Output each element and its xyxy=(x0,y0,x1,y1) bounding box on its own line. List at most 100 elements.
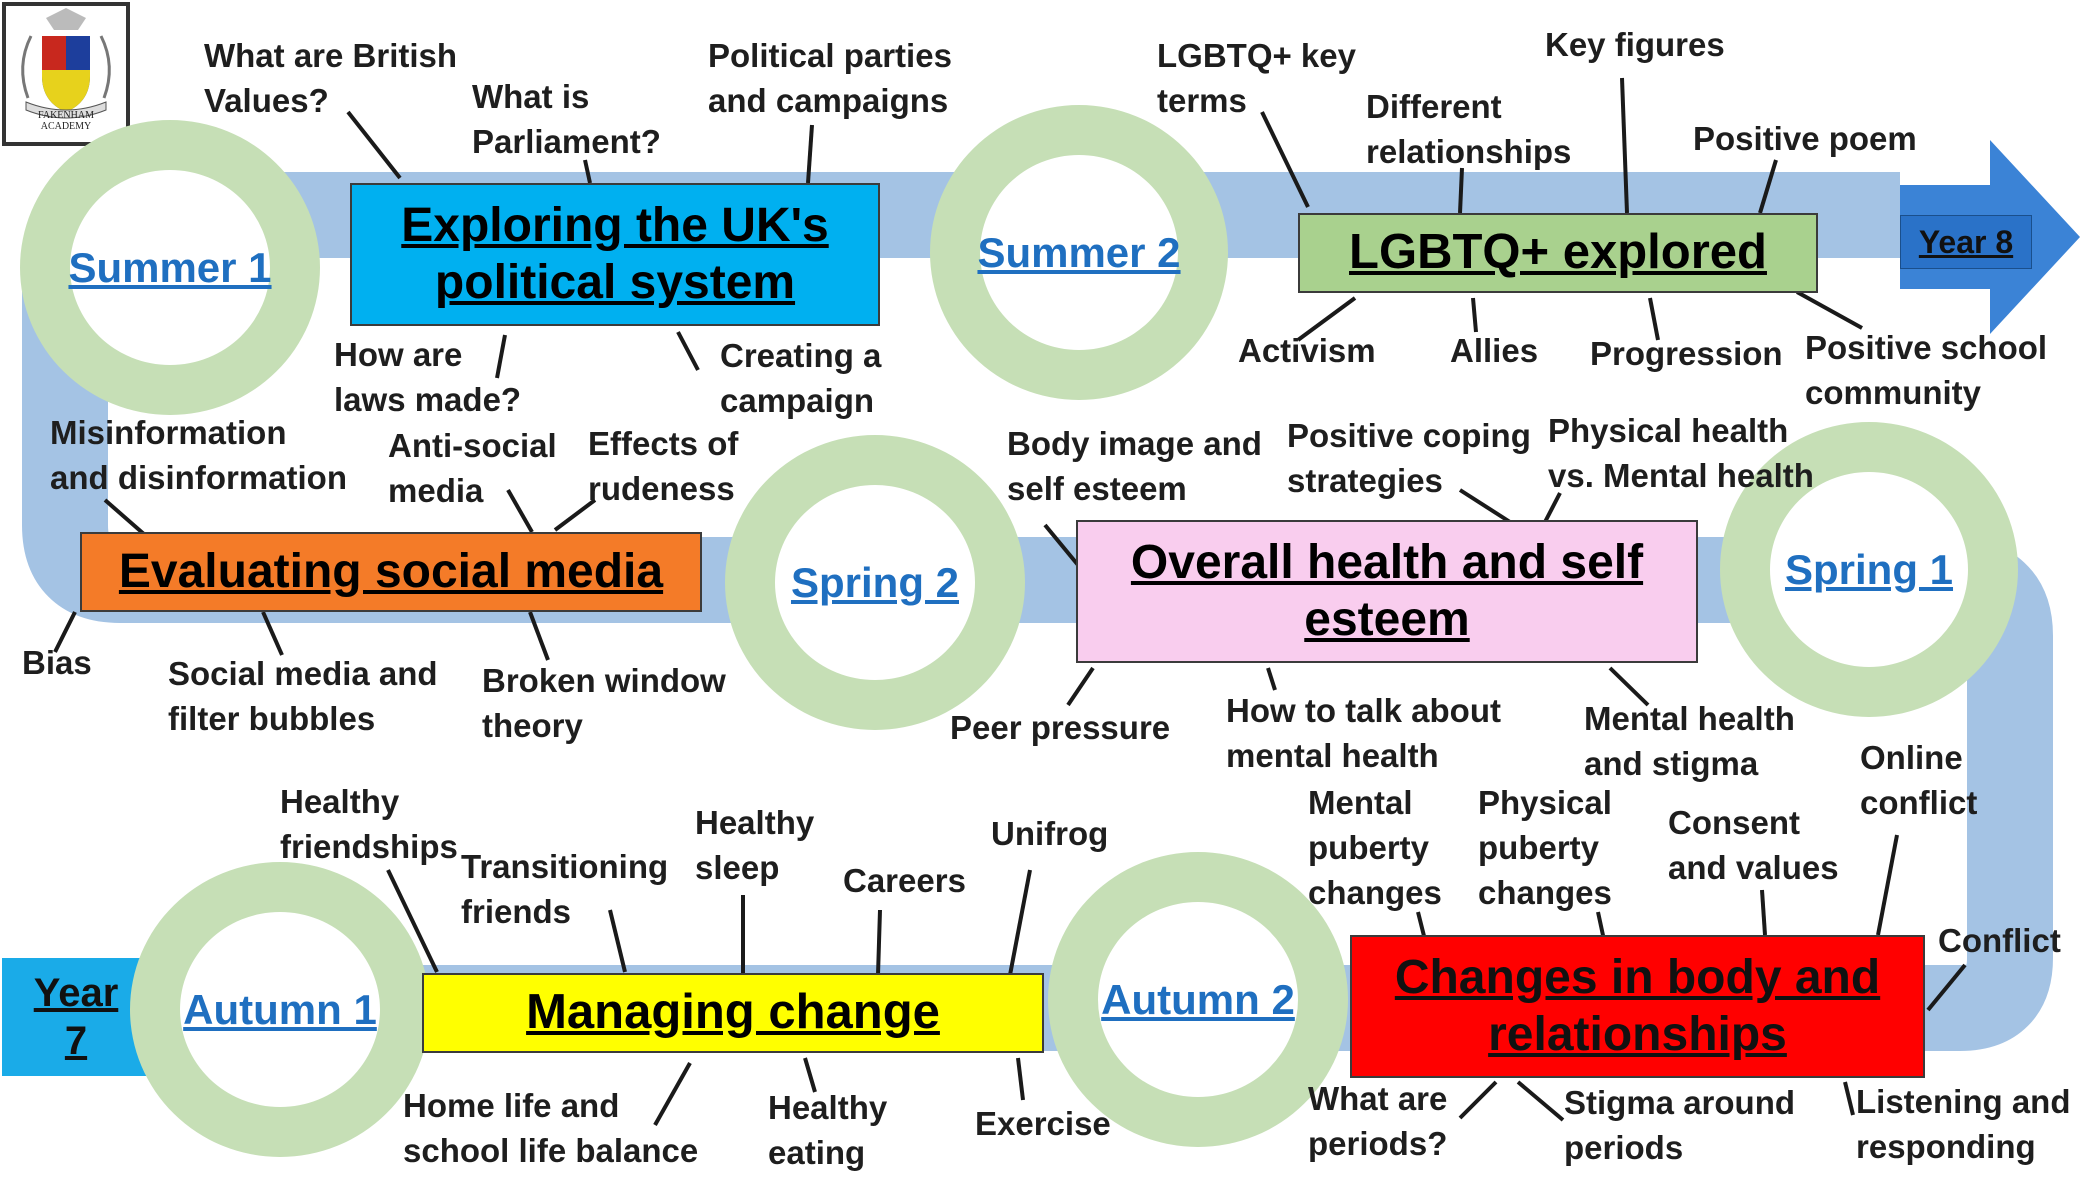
term-label-spring2[interactable]: Spring 2 xyxy=(790,558,960,606)
connector-line xyxy=(1016,1057,1025,1101)
connector-line xyxy=(1876,834,1899,936)
connector-line xyxy=(261,611,284,656)
term-label-autumn1[interactable]: Autumn 1 xyxy=(183,985,377,1033)
label-creating-campaign: Creating a campaign xyxy=(720,337,882,419)
label-misinformation: Misinformation and disinformation xyxy=(50,414,347,496)
connector-line xyxy=(1458,167,1464,214)
label-healthy-friendships: Healthy friendships xyxy=(280,783,458,865)
term-label-summer1[interactable]: Summer 1 xyxy=(68,243,272,291)
connector-line xyxy=(583,159,592,184)
topic-lgbtq: LGBTQ+ explored xyxy=(1298,213,1818,293)
label-british-values: What are British Values? xyxy=(204,37,458,119)
label-effects-rudeness: Effects of rudeness xyxy=(588,425,739,507)
label-careers: Careers xyxy=(843,862,966,899)
label-anti-social-media: Anti-social media xyxy=(388,427,557,509)
connector-line xyxy=(386,869,439,973)
label-mental-health-stigma: Mental health and stigma xyxy=(1584,700,1795,782)
topic-managing-change: Managing change xyxy=(422,973,1044,1053)
label-lgbtq-terms: LGBTQ+ key terms xyxy=(1157,37,1356,119)
label-consent-values: Consent and values xyxy=(1668,804,1839,886)
label-positive-community: Positive school community xyxy=(1805,329,2048,411)
connector-line xyxy=(1516,1080,1565,1122)
year8-tag: Year 8 xyxy=(1900,215,2032,269)
label-body-image: Body image and self esteem xyxy=(1007,425,1262,507)
connector-line xyxy=(1760,889,1767,936)
connector-line xyxy=(876,909,882,976)
connector-line xyxy=(1296,296,1357,342)
label-stigma-periods: Stigma around periods xyxy=(1564,1084,1796,1166)
label-conflict: Conflict xyxy=(1938,922,2061,959)
connector-line xyxy=(1043,523,1080,567)
connector-line xyxy=(495,334,507,379)
label-what-is-parliament: What is Parliament? xyxy=(472,78,661,160)
connector-line xyxy=(1608,666,1650,707)
label-peer-pressure: Peer pressure xyxy=(950,709,1171,746)
connector-line xyxy=(1266,667,1277,691)
label-what-are-periods: What are periods? xyxy=(1308,1080,1448,1162)
label-physical-vs-mental: Physical health vs. Mental health xyxy=(1548,412,1814,494)
term-label-summer2[interactable]: Summer 2 xyxy=(977,228,1181,276)
label-how-laws-made: How are laws made? xyxy=(334,336,522,418)
label-online-conflict: Online conflict xyxy=(1860,739,1978,821)
label-listening-responding: Listening and responding xyxy=(1856,1083,2071,1165)
connector-line xyxy=(1843,1081,1855,1116)
connector-line xyxy=(1471,297,1478,333)
connector-line xyxy=(653,1062,692,1126)
label-transitioning-friends: Transitioning friends xyxy=(461,848,669,930)
label-healthy-sleep: Healthy sleep xyxy=(695,804,815,886)
connector-line xyxy=(346,110,402,180)
label-physical-puberty: Physical puberty changes xyxy=(1478,784,1612,911)
connector-line xyxy=(1008,869,1032,976)
label-positive-coping: Positive coping strategies xyxy=(1287,417,1531,499)
label-bias: Bias xyxy=(22,644,92,681)
term-ring-spring2: Spring 2 xyxy=(725,435,1025,730)
label-filter-bubbles: Social media and filter bubbles xyxy=(168,655,438,737)
connector-line xyxy=(1648,297,1660,341)
topic-overall-health: Overall health and self esteem xyxy=(1076,520,1698,663)
label-activism: Activism xyxy=(1238,332,1376,369)
connector-line xyxy=(1796,290,1863,330)
label-key-figures: Key figures xyxy=(1545,26,1725,63)
connector-line xyxy=(1543,492,1562,523)
connector-line xyxy=(1926,963,1967,1012)
connector-line xyxy=(1066,666,1095,707)
connector-line xyxy=(803,1057,817,1093)
connector-line xyxy=(806,124,814,184)
topic-changes-body: Changes in body and relationships xyxy=(1350,935,1925,1078)
topic-social-media: Evaluating social media xyxy=(80,532,702,612)
connector-line xyxy=(103,498,147,537)
connector-line xyxy=(506,489,534,533)
label-exercise: Exercise xyxy=(975,1105,1111,1142)
connector-line xyxy=(1620,77,1629,214)
label-allies: Allies xyxy=(1450,332,1539,369)
label-broken-window: Broken window theory xyxy=(482,662,726,744)
label-mental-puberty: Mental puberty changes xyxy=(1308,784,1442,911)
connector-line xyxy=(553,498,597,532)
connector-line xyxy=(528,611,550,661)
school-logo: FAKENHAM ACADEMY xyxy=(2,2,130,146)
label-talk-mental-health: How to talk about mental health xyxy=(1226,692,1501,774)
label-progression: Progression xyxy=(1590,335,1783,372)
term-label-spring1[interactable]: Spring 1 xyxy=(1784,545,1954,593)
connector-line xyxy=(676,331,700,371)
year7-tag: Year 7 xyxy=(2,958,150,1076)
term-ring-autumn1: Autumn 1 xyxy=(130,862,430,1157)
school-name: FAKENHAM ACADEMY xyxy=(38,110,94,132)
topic-political: Exploring the UK's political system xyxy=(350,183,880,326)
label-political-parties: Political parties and campaigns xyxy=(708,37,952,119)
connector-line xyxy=(608,909,627,973)
term-label-autumn2[interactable]: Autumn 2 xyxy=(1101,975,1295,1023)
label-positive-poem: Positive poem xyxy=(1693,120,1917,157)
connector-line xyxy=(53,611,77,653)
label-unifrog: Unifrog xyxy=(991,815,1109,852)
label-home-school-balance: Home life and school life balance xyxy=(403,1087,699,1169)
connector-line xyxy=(1458,488,1512,524)
label-healthy-eating: Healthy eating xyxy=(768,1089,888,1171)
shield-crest-icon xyxy=(21,8,111,119)
connector-line xyxy=(1758,159,1778,214)
label-different-relationships: Different relationships xyxy=(1366,88,1572,170)
term-ring-summer2: Summer 2 xyxy=(930,105,1228,400)
connector-line xyxy=(1260,111,1310,208)
term-ring-summer1: Summer 1 xyxy=(20,120,320,415)
